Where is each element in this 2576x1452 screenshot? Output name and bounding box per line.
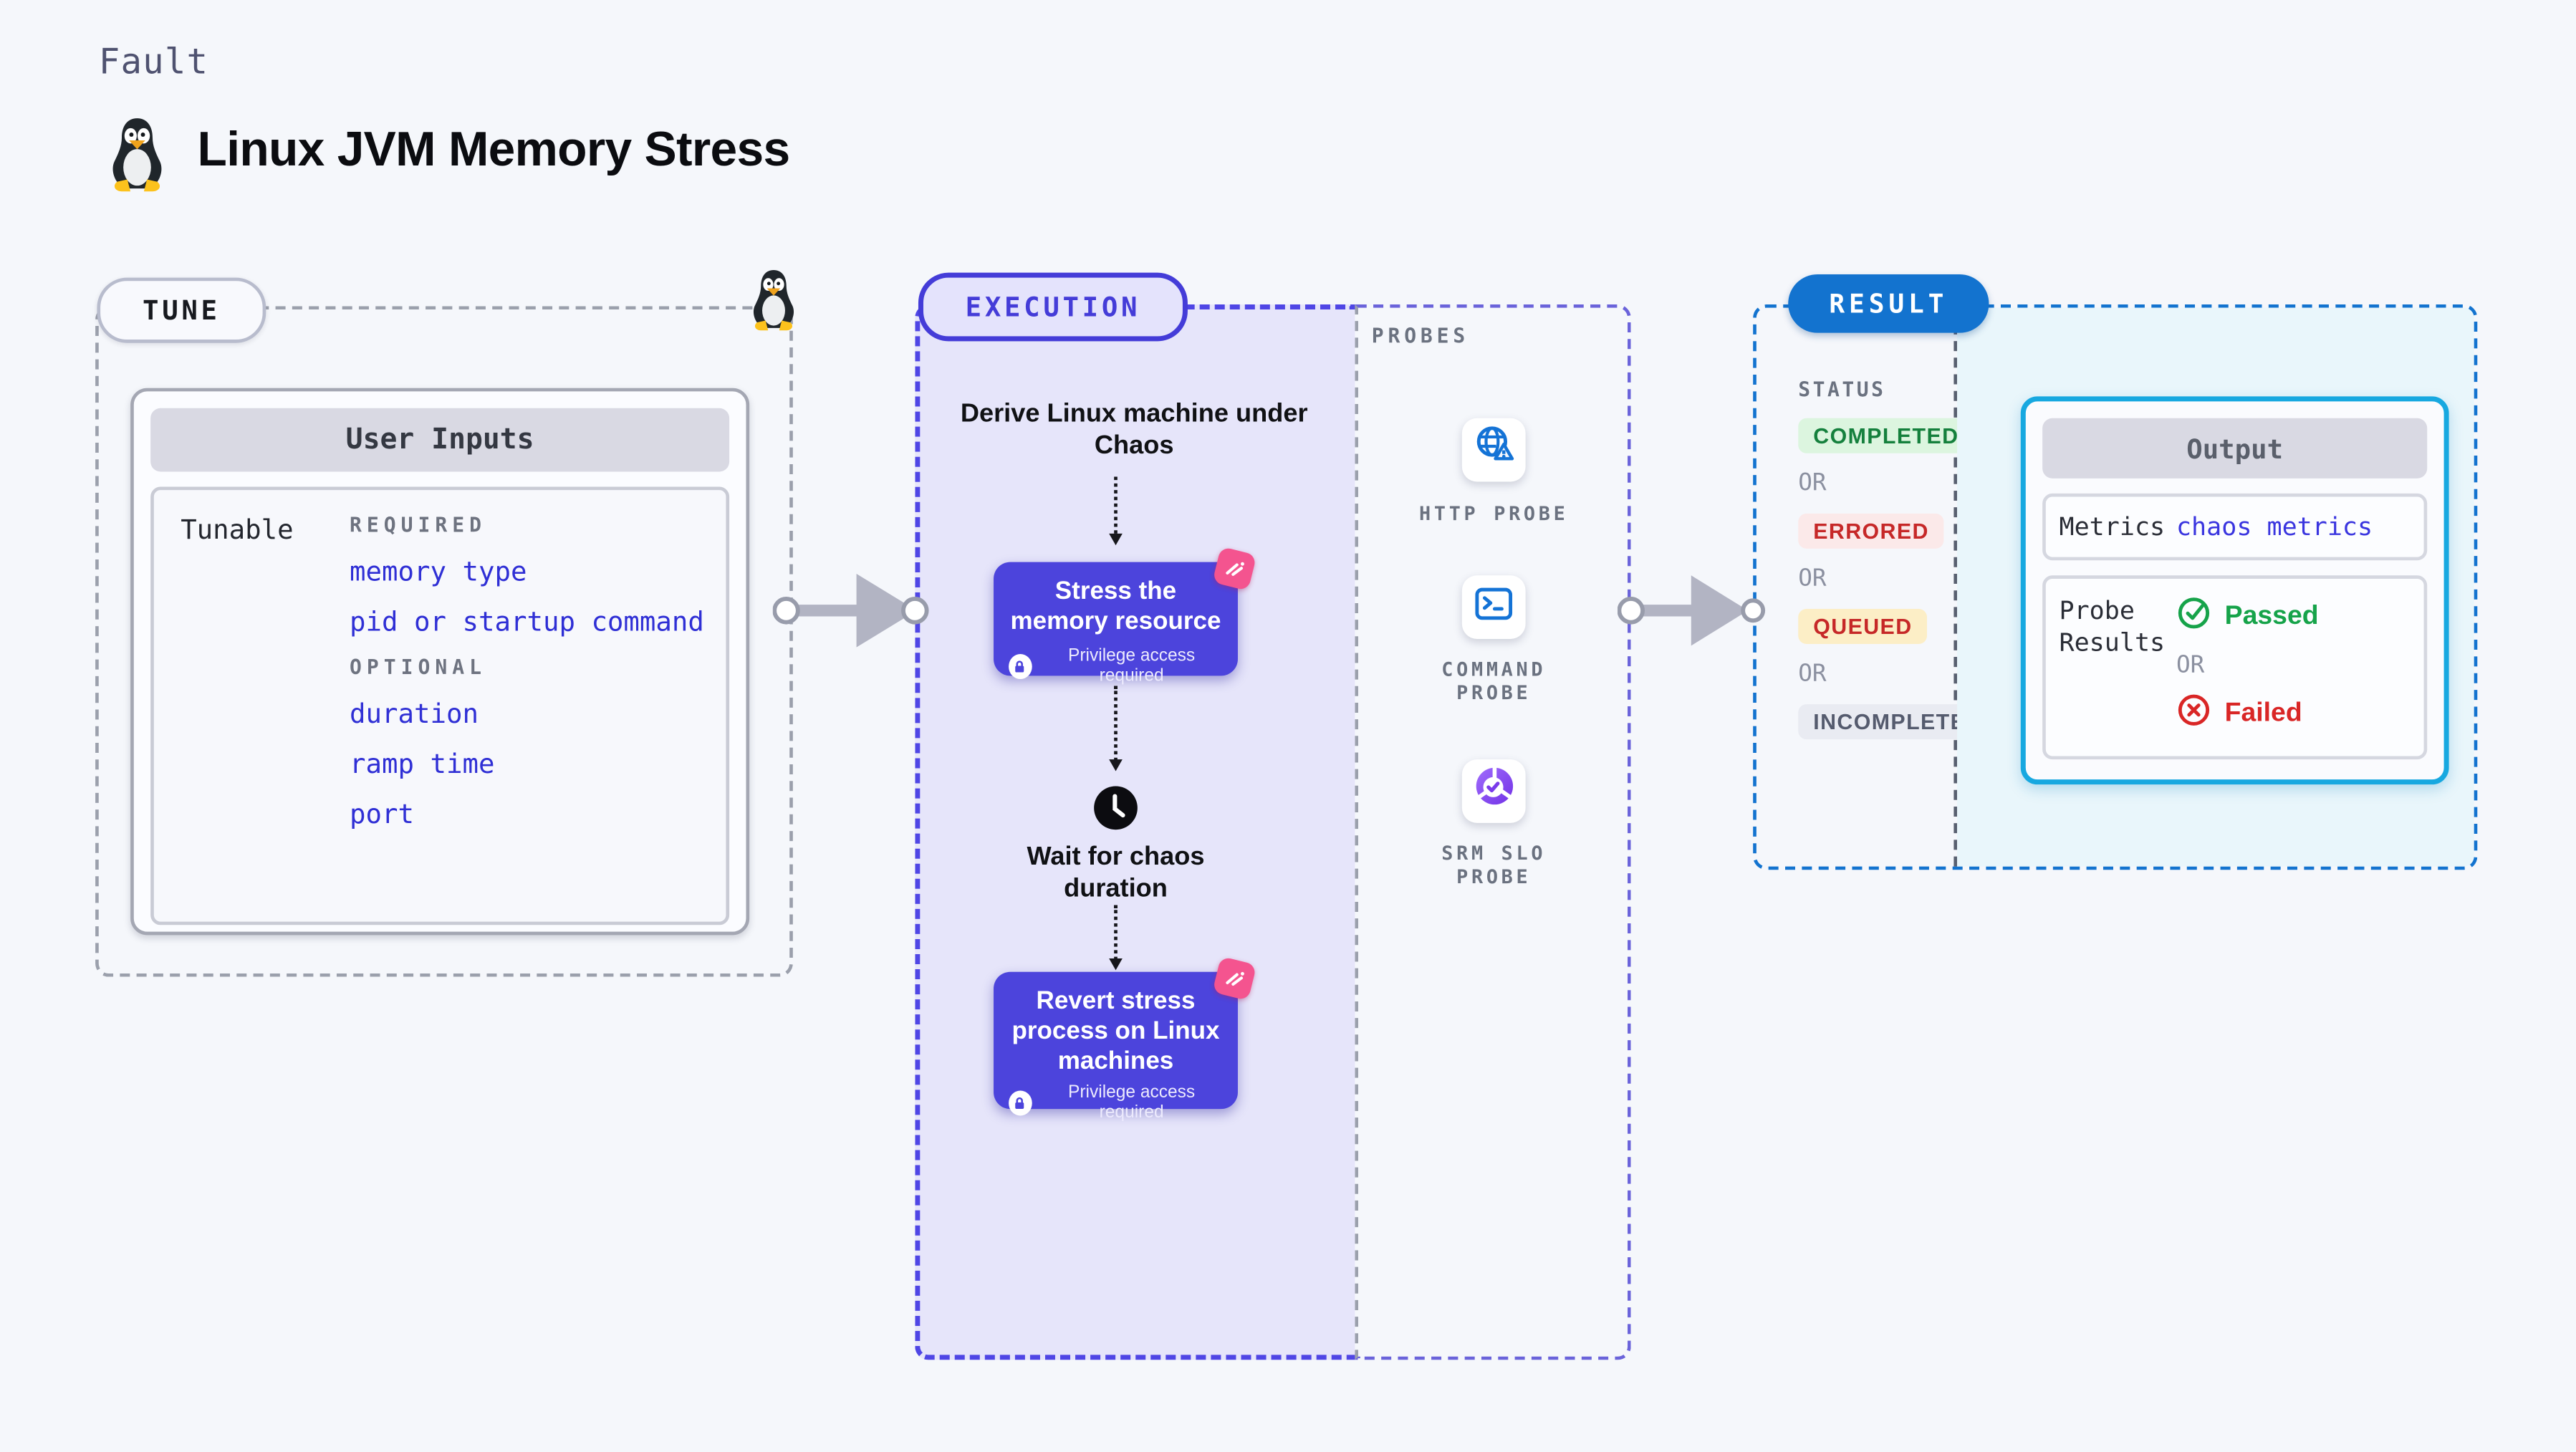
passed-label: Passed (2224, 602, 2319, 631)
required-label: REQUIRED (350, 513, 487, 537)
or-label: OR (1798, 660, 1827, 688)
arrow-tune-to-execution-icon (772, 573, 929, 648)
tux-penguin-small-icon (748, 268, 799, 332)
or-label: OR (2176, 652, 2205, 680)
or-label: OR (1798, 565, 1827, 592)
field-port: port (350, 797, 415, 830)
tunable-label: Tunable (181, 513, 294, 546)
optional-label: OPTIONAL (350, 655, 487, 680)
x-circle-icon (2176, 693, 2211, 736)
failed-label: Failed (2224, 699, 2302, 728)
terminal-icon (1472, 581, 1516, 633)
http-probe-label: HTTP PROBE (1419, 501, 1569, 526)
page-kicker: Fault (98, 42, 209, 82)
user-inputs-card: User Inputs Tunable REQUIRED memory type… (130, 388, 750, 936)
execution-badge: EXECUTION (918, 272, 1188, 342)
lock-icon (1009, 653, 1032, 678)
tune-badge: TUNE (97, 277, 266, 343)
status-badge-errored: ERRORED (1798, 513, 1944, 549)
dotted-arrow-down-icon (1109, 686, 1123, 771)
status-badge-queued: QUEUED (1798, 608, 1928, 645)
output-title: Output (2042, 418, 2428, 479)
arrow-probes-to-result-icon (1618, 575, 1766, 646)
metrics-value: chaos metrics (2176, 511, 2373, 542)
probes-section (1355, 304, 1631, 1360)
lock-icon (1009, 1090, 1032, 1115)
status-label: STATUS (1798, 378, 1886, 402)
tux-penguin-icon (105, 115, 169, 192)
metrics-row: Metrics chaos metrics (2042, 493, 2428, 561)
tune-section (95, 306, 793, 977)
stress-step-title: Stress the memory resource (1010, 577, 1221, 636)
or-label: OR (1798, 470, 1827, 497)
probe-results-label: Probe Results (2059, 595, 2166, 658)
check-circle-icon (2176, 595, 2211, 639)
field-duration: duration (350, 697, 479, 730)
wait-step: Wait for chaos duration (1027, 842, 1205, 903)
globe-alert-icon (1471, 423, 1517, 477)
status-badge-completed: COMPLETED (1798, 418, 1974, 453)
derive-step: Derive Linux machine under Chaos (960, 400, 1308, 461)
privilege-note: Privilege access required (1068, 1082, 1196, 1122)
chaos-spark-icon (1212, 546, 1257, 592)
http-probe-tile (1461, 418, 1526, 482)
field-ramp-time: ramp time (350, 747, 495, 780)
output-card: Output Metrics chaos metrics Probe Resul… (2020, 396, 2449, 785)
status-column: STATUS COMPLETED OR ERRORED OR QUEUED OR… (1756, 307, 1998, 867)
stress-step-card: Stress the memory resource Privilege acc… (994, 562, 1238, 686)
metrics-label: Metrics (2059, 511, 2166, 542)
field-memory-type: memory type (350, 555, 527, 587)
dotted-arrow-down-icon (1109, 476, 1123, 546)
command-probe-tile (1461, 575, 1526, 640)
execution-section (915, 304, 1355, 1360)
srm-slo-probe-label: SRM SLO PROBE (1441, 841, 1547, 888)
page-title: Linux JVM Memory Stress (197, 123, 791, 178)
privilege-note: Privilege access required (1068, 645, 1196, 686)
probe-results-row: Probe Results Passed OR (2042, 575, 2428, 760)
command-probe-label: COMMAND PROBE (1441, 657, 1547, 705)
slo-donut-check-icon (1471, 764, 1517, 818)
revert-step-title: Revert stress process on Linux machines (1011, 986, 1220, 1076)
chaos-spark-icon (1212, 956, 1257, 1001)
dotted-arrow-down-icon (1109, 905, 1123, 971)
srm-slo-probe-tile (1461, 759, 1526, 823)
field-pid-or-startup-command: pid or startup command (350, 605, 704, 638)
result-badge: RESULT (1788, 274, 1989, 333)
probes-label: PROBES (1371, 324, 1470, 348)
user-inputs-title: User Inputs (150, 408, 730, 472)
clock-icon (1092, 784, 1139, 831)
user-inputs-list: Tunable REQUIRED memory type pid or star… (150, 486, 730, 925)
revert-step-card: Revert stress process on Linux machines … (994, 971, 1238, 1122)
